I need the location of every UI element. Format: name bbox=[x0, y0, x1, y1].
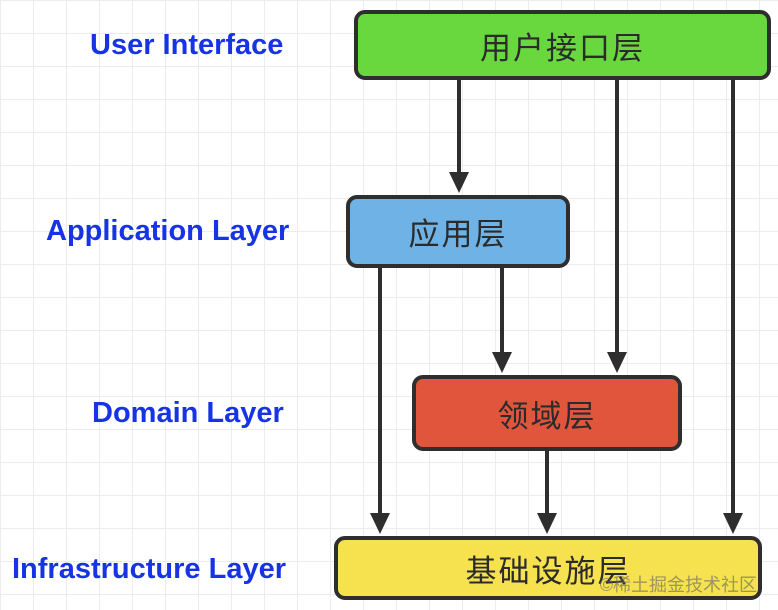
label-user-interface: User Interface bbox=[90, 29, 284, 61]
arrow-application-to-domain bbox=[492, 268, 512, 373]
watermark-text: ©稀土掘金技术社区 bbox=[599, 575, 757, 595]
label-application-layer: Application Layer bbox=[46, 215, 290, 247]
box-user-interface-layer: 用户接口层 bbox=[354, 10, 771, 80]
label-infrastructure-layer: Infrastructure Layer bbox=[12, 553, 286, 585]
arrow-user-interface-to-infrastructure bbox=[723, 80, 743, 534]
arrow-user-interface-to-application bbox=[449, 80, 469, 193]
box-application-layer: 应用层 bbox=[346, 195, 570, 268]
box-infrastructure-layer: 基础设施层 bbox=[334, 536, 762, 600]
arrow-application-to-infrastructure bbox=[370, 268, 390, 534]
arrow-user-interface-to-domain bbox=[607, 80, 627, 373]
box-domain-layer: 领域层 bbox=[412, 375, 682, 451]
arrow-domain-to-infrastructure bbox=[537, 451, 557, 534]
label-domain-layer: Domain Layer bbox=[92, 397, 284, 429]
